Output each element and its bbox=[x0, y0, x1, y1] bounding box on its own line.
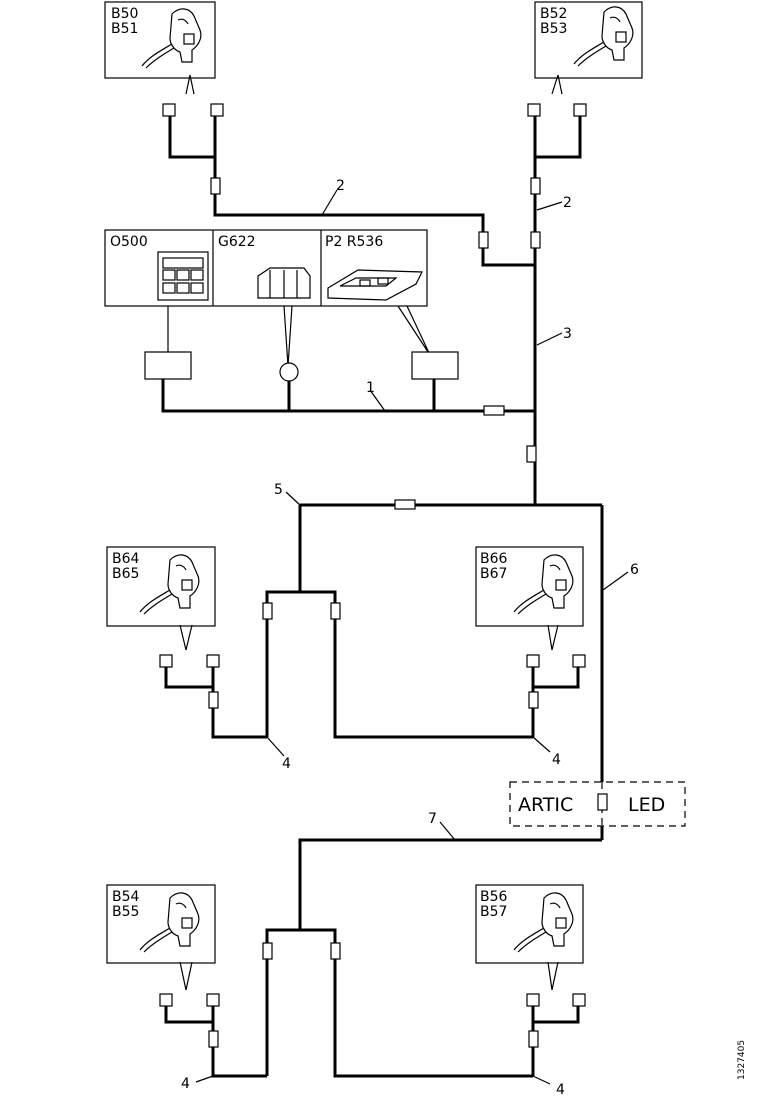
harness-number-4-mid-left: 4 bbox=[282, 756, 291, 772]
harness-number-1: 1 bbox=[366, 380, 375, 396]
sensor-label-top-right-1: B52 bbox=[540, 6, 567, 22]
sensor-box-mid-right: B66 B67 bbox=[475, 546, 584, 651]
sensor-label-bottom-right-1: B56 bbox=[480, 889, 508, 905]
harness-number-4-bottom-right: 4 bbox=[556, 1082, 565, 1098]
pointer-line bbox=[283, 305, 293, 367]
pointer-arrow bbox=[179, 624, 193, 651]
harness-4-mid bbox=[164, 590, 580, 757]
pointer-arrow bbox=[185, 74, 195, 95]
sensor-label-bottom-left-1: B54 bbox=[112, 889, 140, 905]
sensor-label-bottom-left-2: B55 bbox=[112, 904, 139, 920]
sensor-label-mid-left-2: B65 bbox=[112, 566, 139, 582]
connector-pair-top-left bbox=[162, 103, 224, 117]
harness-4-bottom bbox=[164, 928, 580, 1085]
harness-number-2-right: 2 bbox=[563, 195, 572, 211]
sensor-label-mid-right-1: B66 bbox=[480, 551, 508, 567]
sensor-box-bottom-left: B54 B55 bbox=[106, 884, 216, 991]
connectors-bottom bbox=[159, 993, 586, 1007]
pointer-arrow bbox=[547, 624, 559, 651]
sensor-box-top-right: B52 B53 bbox=[534, 1, 643, 95]
pointer-arrow bbox=[179, 961, 193, 991]
component-box: O500 G622 P2 R536 bbox=[104, 229, 428, 307]
harness-7 bbox=[298, 821, 602, 930]
sensor-box-bottom-right: B56 B57 bbox=[475, 884, 584, 991]
sensor-label-top-right-2: B53 bbox=[540, 21, 567, 37]
sensor-label-mid-right-2: B67 bbox=[480, 566, 507, 582]
component-label-p2-r536: P2 R536 bbox=[325, 234, 383, 250]
sensor-label-bottom-right-2: B57 bbox=[480, 904, 507, 920]
relay-cluster-icon bbox=[257, 267, 311, 299]
harness-1 bbox=[144, 351, 535, 416]
connector-pair-top-right bbox=[527, 103, 587, 117]
figure-id: 1327405 bbox=[737, 1040, 747, 1080]
variant-label-artic: ARTIC bbox=[518, 794, 573, 816]
variant-box: ARTIC LED bbox=[509, 781, 686, 827]
variant-label-led: LED bbox=[628, 794, 665, 816]
control-unit-icon bbox=[157, 251, 209, 301]
sensor-label-top-left-2: B51 bbox=[111, 21, 138, 37]
component-label-o500: O500 bbox=[110, 234, 148, 250]
harness-number-6: 6 bbox=[630, 562, 639, 578]
harness-2-left bbox=[168, 116, 535, 267]
harness-number-7: 7 bbox=[428, 811, 437, 827]
sensor-box-top-left: B50 B51 bbox=[104, 1, 216, 95]
pointer-line bbox=[397, 305, 431, 356]
harness-number-5: 5 bbox=[274, 482, 283, 498]
sensor-label-mid-left-1: B64 bbox=[112, 551, 140, 567]
harness-number-4-bottom-left: 4 bbox=[181, 1076, 190, 1092]
harness-number-3: 3 bbox=[563, 326, 572, 342]
component-label-g622: G622 bbox=[218, 234, 256, 250]
connectors-mid bbox=[159, 654, 586, 668]
harness-5 bbox=[285, 491, 602, 592]
harness-number-2-left: 2 bbox=[336, 178, 345, 194]
harness-2-right bbox=[526, 116, 582, 505]
sensor-label-top-left-1: B50 bbox=[111, 6, 138, 22]
pointer-arrow bbox=[551, 74, 563, 95]
panel-board-icon bbox=[327, 269, 423, 301]
pointer-arrow bbox=[547, 961, 559, 991]
sensor-box-mid-left: B64 B65 bbox=[106, 546, 216, 651]
harness-number-4-mid-right: 4 bbox=[552, 752, 561, 768]
